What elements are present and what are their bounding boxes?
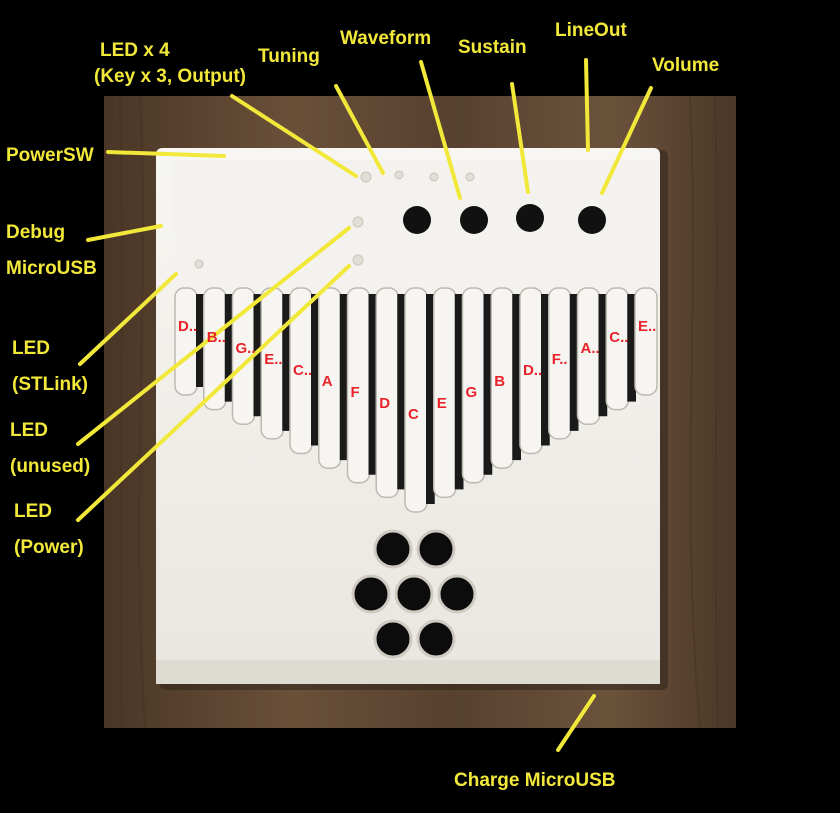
- key-gap: [569, 294, 579, 431]
- sustain-knob: [460, 206, 488, 234]
- key-note-label: E: [436, 394, 447, 412]
- key-bar: [203, 287, 227, 411]
- led-stlink-label: LED: [12, 338, 50, 359]
- device-bottom-edge: [156, 660, 660, 684]
- lineout-knob: [516, 204, 544, 232]
- volume-label: Volume: [652, 55, 720, 76]
- tuning-label: Tuning: [258, 46, 320, 67]
- key-bar: [605, 287, 629, 411]
- key-note-label: C: [408, 405, 419, 423]
- key-note-label: A..: [580, 339, 600, 357]
- key-bar: [433, 287, 457, 499]
- lineout-label: LineOut: [555, 20, 627, 41]
- led-stlink-sub-label: (STLink): [12, 374, 88, 395]
- key-bar: [404, 287, 428, 513]
- led-power-sub-label: (Power): [14, 537, 84, 558]
- key-gap: [512, 294, 521, 461]
- key-gap: [454, 294, 464, 490]
- led-unused-sub-label: (unused): [10, 456, 91, 477]
- volume-knob: [578, 206, 606, 234]
- key-note-label: G..: [235, 339, 256, 357]
- key-bar: [174, 287, 198, 396]
- key-bar: [375, 287, 399, 499]
- debug-label: Debug: [6, 222, 66, 243]
- charge-label: Charge MicroUSB: [454, 770, 616, 791]
- key-gap: [426, 294, 435, 504]
- key-gap: [627, 294, 636, 402]
- key-note-label: D..: [178, 318, 198, 335]
- sustain-label: Sustain: [458, 37, 527, 58]
- key-note-label: A: [321, 372, 333, 390]
- led-x4-label: LED x 4: [100, 40, 170, 61]
- key-gap: [598, 294, 608, 417]
- speaker-grille: [351, 529, 477, 659]
- key-note-label: F..: [551, 350, 568, 368]
- key-gap: [368, 294, 378, 475]
- key-note-label: D: [379, 394, 391, 412]
- led-unused-label: LED: [10, 420, 48, 441]
- key-note-label: C..: [293, 361, 313, 379]
- key-note-label: B: [494, 372, 506, 390]
- key-gap: [541, 294, 550, 446]
- key-note-label: F: [350, 383, 360, 401]
- key-bar: [634, 287, 658, 396]
- key-note-label: D..: [523, 361, 543, 379]
- key-note-label: E..: [638, 318, 657, 335]
- led-x4-sub-label: (Key x 3, Output): [94, 66, 247, 87]
- key-note-label: B..: [206, 328, 226, 346]
- key-note-label: E..: [264, 350, 283, 368]
- led-power-label: LED: [14, 501, 52, 522]
- key-gap: [483, 294, 493, 475]
- waveform-label: Waveform: [340, 28, 432, 49]
- key-note-label: G: [465, 383, 478, 401]
- powersw-label: PowerSW: [6, 145, 94, 166]
- knobs: [403, 204, 606, 234]
- debug-sub-label: MicroUSB: [6, 258, 97, 279]
- waveform-knob: [403, 206, 431, 234]
- key-gap: [397, 294, 406, 490]
- key-note-label: C..: [609, 328, 629, 346]
